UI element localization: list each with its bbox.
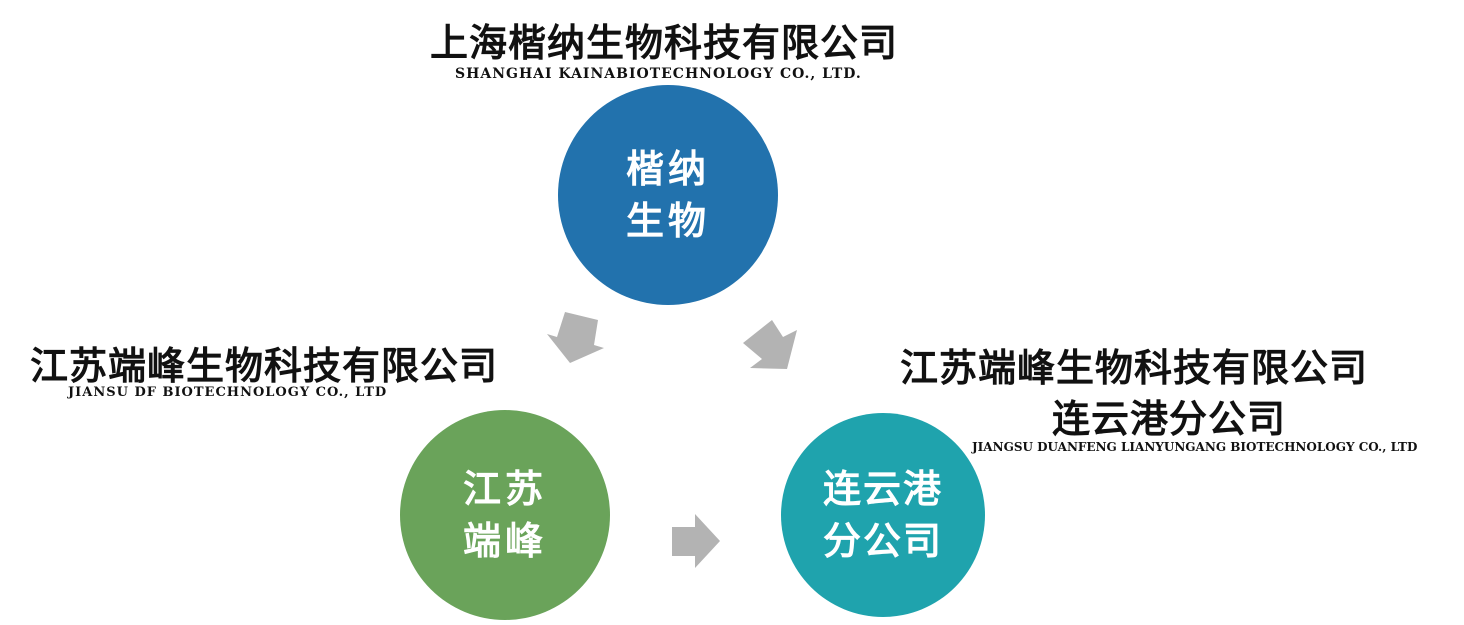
right-company-branch: 连云港分公司 [1052, 396, 1287, 441]
node-lianyungang-line1: 连云港 [822, 466, 943, 511]
node-jiangsu-line2: 端峰 [462, 518, 547, 563]
right-company-name: 江苏端峰生物科技有限公司 [900, 345, 1369, 390]
top-company-english: SHANGHAI KAINABIOTECHNOLOGY CO., LTD. [455, 66, 862, 82]
arrow-right-icon [672, 514, 720, 568]
node-lianyungang-line2: 分公司 [822, 518, 943, 563]
node-kaina-line2: 生物 [625, 198, 710, 243]
node-kaina-line1: 楷纳 [625, 146, 710, 191]
node-jiangsu: 江苏 端峰 [400, 410, 610, 620]
left-company-english: JIANSU DF BIOTECHNOLOGY CO., LTD [68, 385, 388, 400]
node-jiangsu-line1: 江苏 [462, 466, 547, 511]
left-company-name: 江苏端峰生物科技有限公司 [30, 343, 499, 388]
arrow-down-right-icon [743, 320, 797, 369]
right-company-english: JIANGSU DUANFENG LIANYUNGANG BIOTECHNOLO… [972, 440, 1418, 454]
arrow-down-left-icon [547, 312, 604, 363]
node-kaina: 楷纳 生物 [558, 85, 778, 305]
node-lianyungang: 连云港 分公司 [781, 413, 985, 617]
top-company-name: 上海楷纳生物科技有限公司 [430, 20, 899, 65]
